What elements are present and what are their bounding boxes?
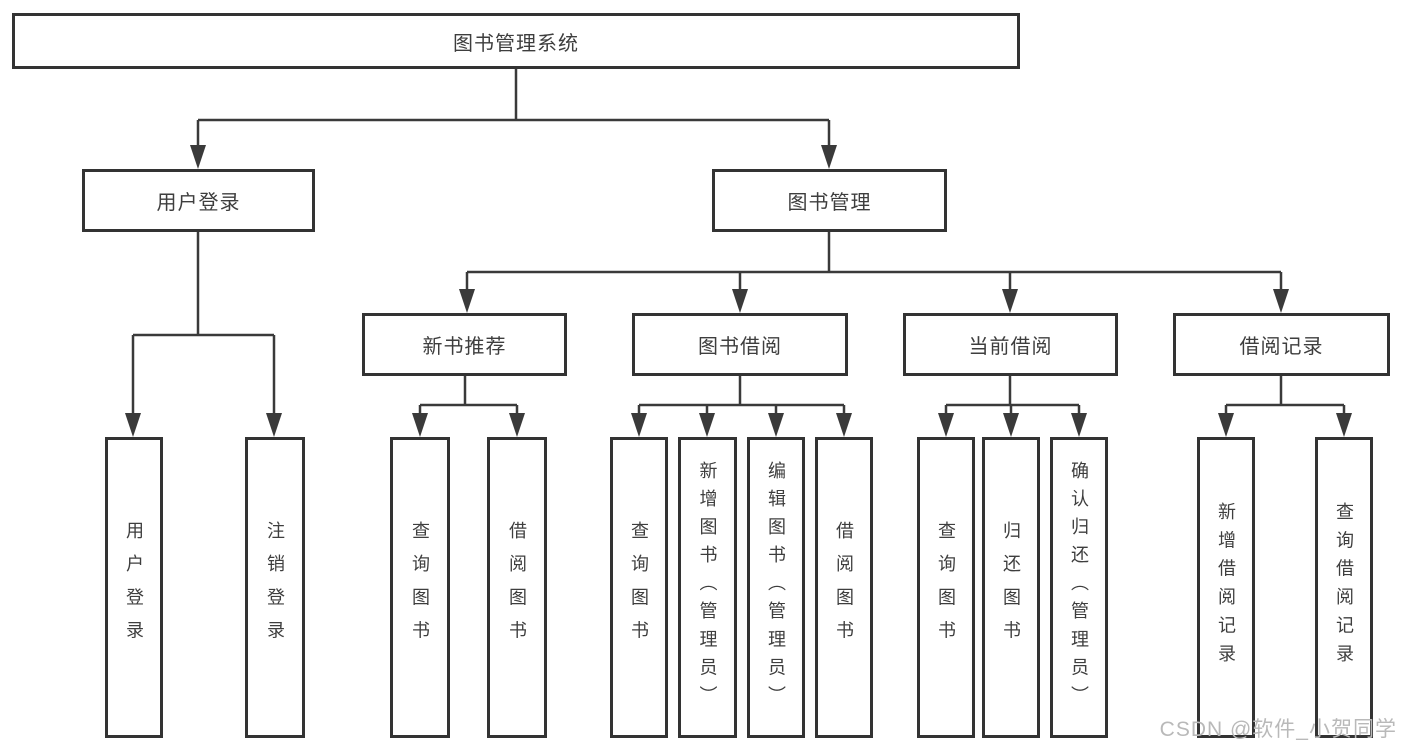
leaf-current-return-book: 归还图书 bbox=[982, 437, 1040, 738]
node-book-borrowing: 图书借阅 bbox=[632, 313, 848, 376]
leaf-current-return-book-label: 归还图书 bbox=[1001, 520, 1021, 655]
leaf-recommend-query-book: 查询图书 bbox=[390, 437, 450, 738]
csdn-watermark: CSDN @软件_小贺同学 bbox=[1159, 718, 1397, 741]
leaf-user-login-label: 用户登录 bbox=[124, 520, 144, 655]
node-borrow-records-label: 借阅记录 bbox=[1239, 336, 1324, 358]
leaf-recommend-borrow-book-label: 借阅图书 bbox=[507, 520, 527, 655]
node-root: 图书管理系统 bbox=[12, 13, 1020, 69]
leaf-user-login: 用户登录 bbox=[105, 437, 163, 738]
leaf-current-query-book-label: 查询图书 bbox=[936, 520, 956, 655]
node-book-borrowing-label: 图书借阅 bbox=[698, 336, 782, 358]
leaf-borrowing-borrow-book-label: 借阅图书 bbox=[834, 520, 854, 655]
leaf-records-query-record-label: 查询借阅记录 bbox=[1334, 502, 1354, 673]
leaf-borrowing-query-book: 查询图书 bbox=[610, 437, 668, 738]
node-root-label: 图书管理系统 bbox=[453, 32, 579, 55]
node-current-borrow-label: 当前借阅 bbox=[968, 336, 1053, 358]
leaf-current-query-book: 查询图书 bbox=[917, 437, 975, 738]
leaf-borrowing-add-book-admin: 新增图书（管理员） bbox=[678, 437, 737, 738]
leaf-current-confirm-return-admin-label: 确认归还（管理员） bbox=[1069, 461, 1089, 714]
leaf-logout: 注销登录 bbox=[245, 437, 305, 738]
node-book-management-label: 图书管理 bbox=[787, 192, 872, 214]
node-new-book-recommend-label: 新书推荐 bbox=[422, 336, 507, 358]
node-new-book-recommend: 新书推荐 bbox=[362, 313, 567, 376]
leaf-borrowing-edit-book-admin-label: 编辑图书（管理员） bbox=[766, 461, 786, 714]
leaf-borrowing-add-book-admin-label: 新增图书（管理员） bbox=[697, 461, 718, 714]
leaf-current-confirm-return-admin: 确认归还（管理员） bbox=[1050, 437, 1108, 738]
leaf-records-query-record: 查询借阅记录 bbox=[1315, 437, 1373, 738]
node-book-management: 图书管理 bbox=[712, 169, 947, 232]
leaf-recommend-query-book-label: 查询图书 bbox=[410, 520, 430, 655]
node-user-login-branch: 用户登录 bbox=[82, 169, 315, 232]
leaf-borrowing-borrow-book: 借阅图书 bbox=[815, 437, 873, 738]
leaf-borrowing-query-book-label: 查询图书 bbox=[629, 520, 649, 655]
node-current-borrow: 当前借阅 bbox=[903, 313, 1118, 376]
node-borrow-records: 借阅记录 bbox=[1173, 313, 1390, 376]
leaf-borrowing-edit-book-admin: 编辑图书（管理员） bbox=[747, 437, 805, 738]
leaf-logout-label: 注销登录 bbox=[265, 520, 285, 655]
node-user-login-branch-label: 用户登录 bbox=[156, 192, 241, 214]
leaf-recommend-borrow-book: 借阅图书 bbox=[487, 437, 547, 738]
leaf-records-add-record-label: 新增借阅记录 bbox=[1216, 502, 1236, 673]
leaf-records-add-record: 新增借阅记录 bbox=[1197, 437, 1255, 738]
